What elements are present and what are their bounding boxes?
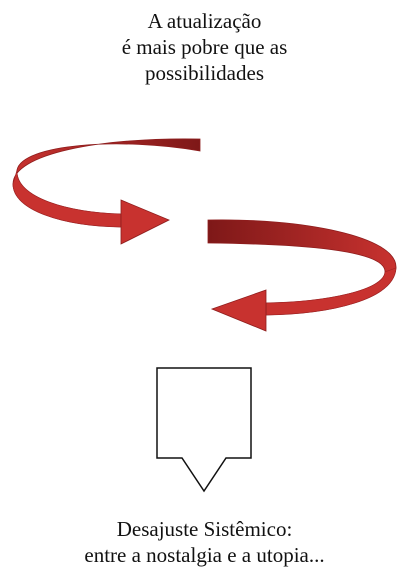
curved-arrow-bottom-underside bbox=[265, 267, 397, 316]
curved-arrow-bottom bbox=[207, 219, 397, 332]
bottom-caption: Desajuste Sistêmico: entre a nostalgia e… bbox=[0, 516, 409, 568]
curved-arrow-top-underside bbox=[12, 169, 122, 228]
curved-arrow-bottom-head bbox=[210, 289, 267, 332]
top-caption-line-2: é mais pobre que as bbox=[121, 35, 288, 59]
top-caption: A atualização é mais pobre que as possib… bbox=[0, 8, 409, 86]
curved-arrow-top-head bbox=[120, 199, 170, 245]
bottom-caption-line-2: entre a nostalgia e a utopia... bbox=[84, 543, 325, 567]
curved-arrow-top bbox=[12, 138, 201, 245]
top-caption-line-3: possibilidades bbox=[145, 61, 264, 85]
bottom-caption-line-1: Desajuste Sistêmico: bbox=[116, 517, 293, 541]
down-block-arrow bbox=[156, 367, 252, 493]
top-caption-line-1: A atualização bbox=[147, 9, 262, 33]
